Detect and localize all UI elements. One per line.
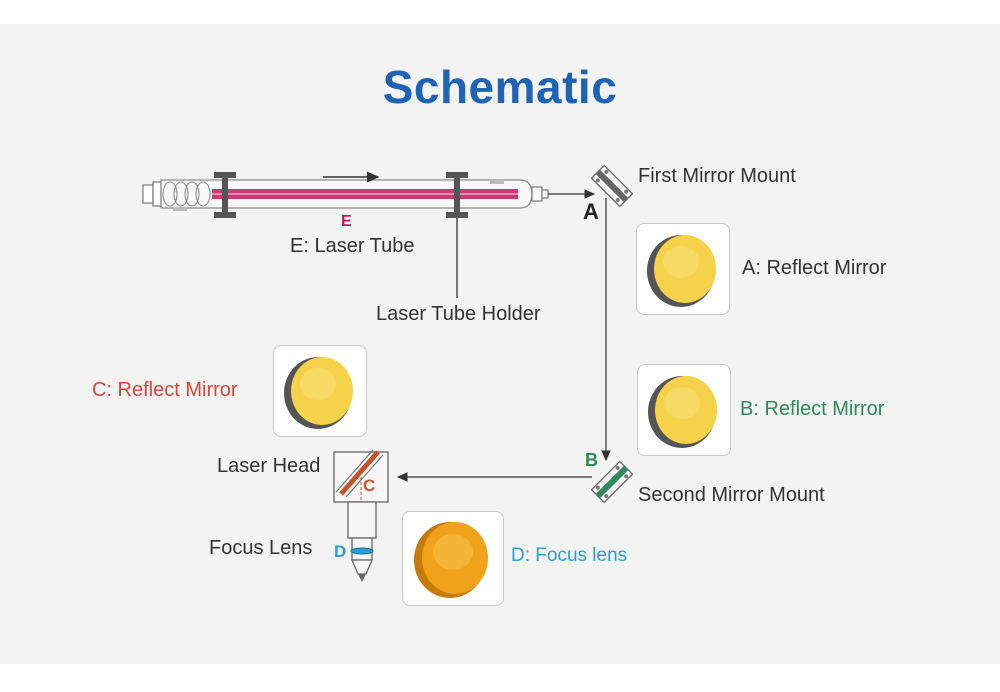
marker-b: B bbox=[585, 450, 598, 470]
tube-holder-left bbox=[214, 172, 236, 218]
lens-d-card bbox=[402, 511, 504, 606]
marker-c: C bbox=[363, 476, 376, 495]
second-mirror-mount-label: Second Mirror Mount bbox=[638, 484, 825, 506]
gold-mirror-icon bbox=[284, 357, 353, 429]
second-mirror-mount bbox=[590, 460, 634, 504]
gold-mirror-icon bbox=[648, 376, 717, 448]
mirror-c-card bbox=[273, 345, 367, 437]
c-reflect-mirror-label: C: Reflect Mirror bbox=[92, 379, 238, 401]
d-focus-lens-label: D: Focus lens bbox=[511, 545, 628, 566]
first-mirror-mount bbox=[590, 164, 634, 208]
tube-holder-right bbox=[446, 172, 468, 218]
e-laser-tube-label: E: Laser Tube bbox=[290, 235, 415, 257]
focus-lens-icon bbox=[414, 522, 488, 598]
laser-head-label: Laser Head bbox=[217, 455, 321, 477]
marker-a: A bbox=[583, 199, 599, 224]
page-title: Schematic bbox=[382, 61, 618, 113]
laser-tube-holder-label: Laser Tube Holder bbox=[376, 303, 541, 325]
first-mirror-mount-label: First Mirror Mount bbox=[638, 165, 796, 187]
mirror-a-card bbox=[636, 223, 730, 315]
b-reflect-mirror-label: B: Reflect Mirror bbox=[740, 398, 885, 420]
a-reflect-mirror-label: A: Reflect Mirror bbox=[742, 257, 887, 279]
marker-e: E bbox=[341, 213, 352, 230]
marker-d: D bbox=[334, 542, 347, 561]
laser-head bbox=[333, 449, 389, 582]
laser-tube bbox=[142, 171, 549, 211]
gold-mirror-icon bbox=[647, 235, 716, 307]
mirror-b-card bbox=[637, 364, 731, 456]
focus-lens-label: Focus Lens bbox=[209, 537, 313, 559]
